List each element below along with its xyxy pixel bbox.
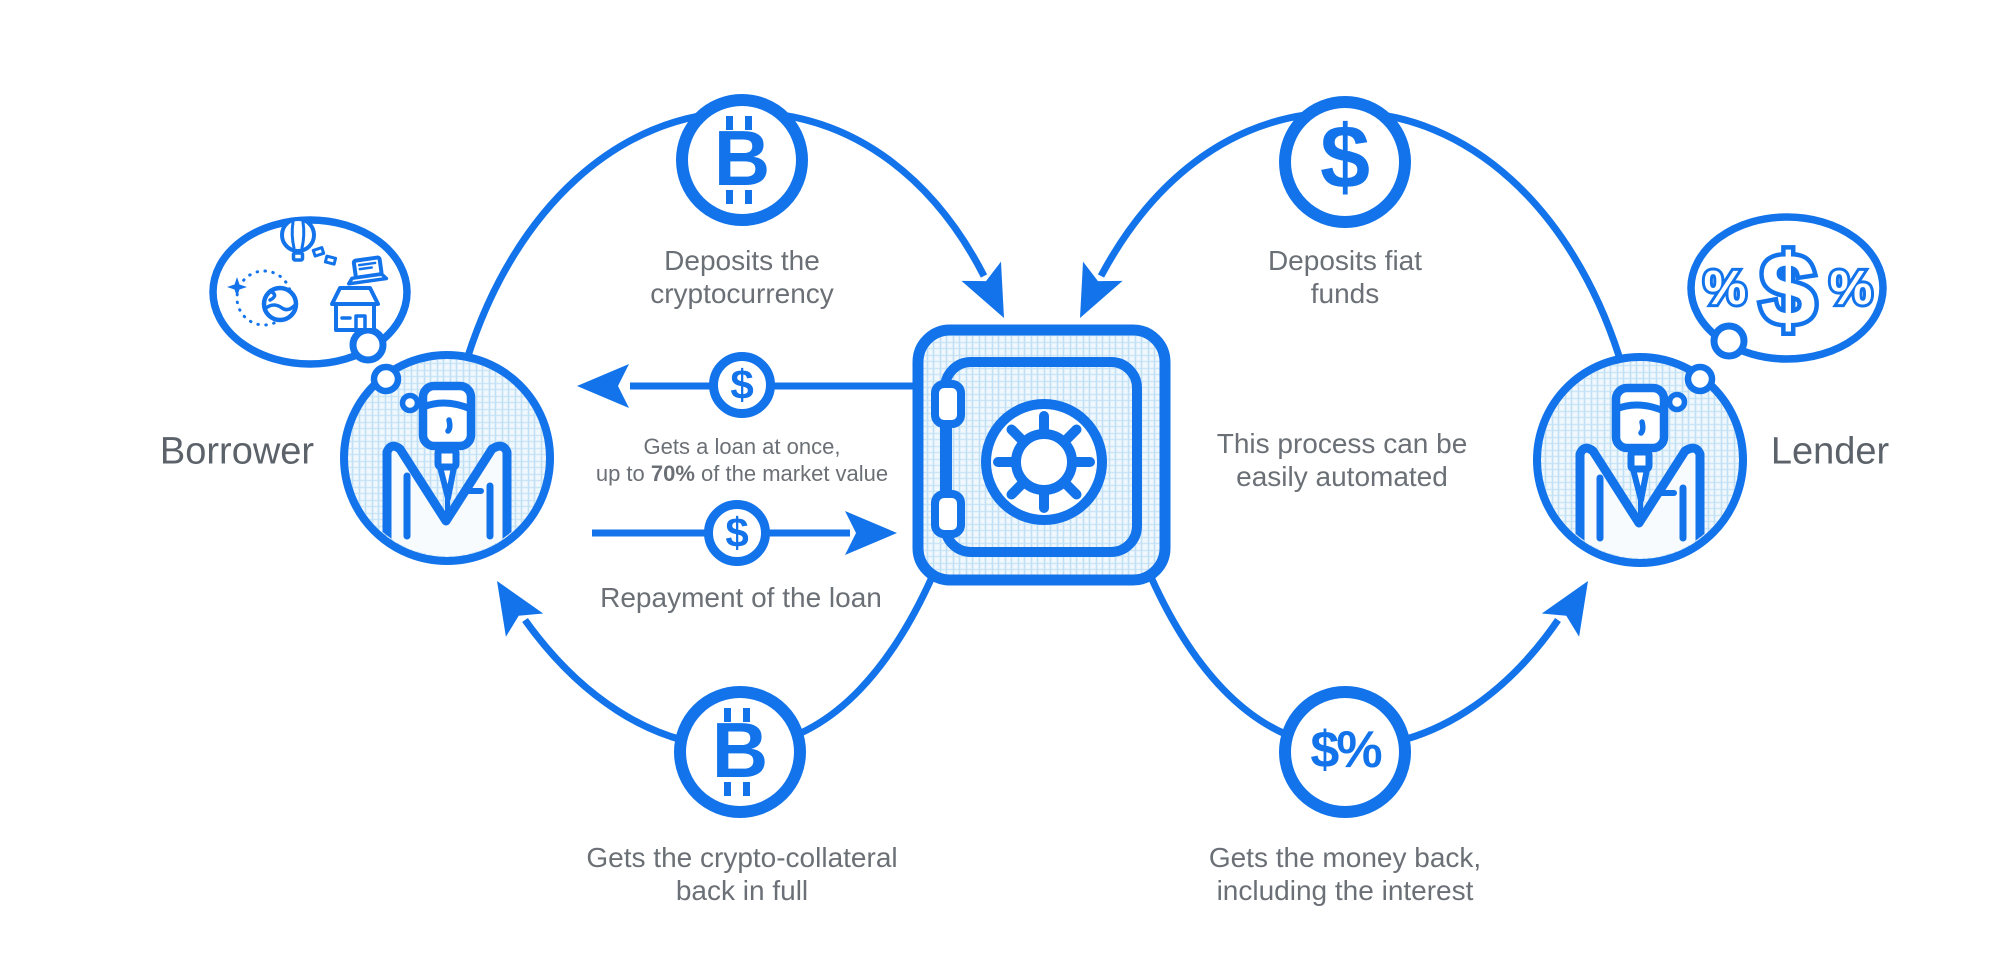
shop-icon <box>330 286 380 332</box>
bitcoin-coin-icon: B <box>676 94 808 226</box>
caption-automated: This process can be easily automated <box>1216 428 1468 492</box>
loan-dollar-coin-icon: $ <box>709 352 775 418</box>
loan-ltv-percent: 70% <box>650 461 695 486</box>
balloon-icon <box>280 217 316 262</box>
percent-sign-right: % <box>1830 262 1873 315</box>
borrower-label: Borrower <box>159 430 315 473</box>
repayment-dollar-coin-icon: $ <box>704 500 770 566</box>
dollar-glyph: $ <box>1319 107 1371 208</box>
dream-items-doodle-icons <box>227 217 389 332</box>
caption-repayment: Repayment of the loan <box>600 582 882 613</box>
bitcoin-prong <box>743 782 750 796</box>
lender-avatar <box>1533 353 1747 567</box>
laptop-icon <box>346 255 389 286</box>
lender-label: Lender <box>1770 430 1890 473</box>
dollar-percent-coin-icon: $% <box>1279 686 1411 818</box>
lender-head <box>1611 383 1669 453</box>
dollar-glyph: $ <box>725 509 749 556</box>
bitcoin-prong <box>745 190 752 204</box>
bitcoin-prong <box>724 708 731 722</box>
vault-hinge-bottom <box>931 490 965 538</box>
dollar-glyph: $ <box>730 361 754 408</box>
bitcoin-prong <box>745 116 752 130</box>
vault-dial-icon <box>981 399 1107 525</box>
bitcoin-glyph: B <box>713 113 771 202</box>
percent-sign-left: % <box>1704 262 1747 315</box>
arrowhead-loan-to-borrower <box>577 364 629 408</box>
bitcoin-prong <box>726 116 733 130</box>
borrower-head <box>418 381 476 451</box>
bitcoin-prong <box>724 782 731 796</box>
plane-icon <box>227 277 247 297</box>
bitcoin-prong <box>726 190 733 204</box>
arrowhead-repayment-to-vault <box>845 511 897 555</box>
borrower-avatar <box>340 351 554 565</box>
caption-loan-at-once: Gets a loan at once, up to 70% of the ma… <box>595 434 889 486</box>
money-bills-icon <box>311 246 338 266</box>
vault-hinge-top <box>931 380 965 428</box>
vault-icon <box>912 324 1171 586</box>
caption-crypto-collateral-back: Gets the crypto-collateral back in full <box>586 842 898 906</box>
bitcoin-prong <box>743 708 750 722</box>
caption-deposits-cryptocurrency: Deposits the cryptocurrency <box>650 245 834 309</box>
bitcoin-return-coin-icon: B <box>674 686 806 818</box>
dollar-coin-icon: $ <box>1279 96 1411 228</box>
borrower-thought-bubble <box>209 216 421 414</box>
dollar-percent-glyph: $% <box>1310 721 1382 779</box>
caption-deposits-fiat-funds: Deposits fiat funds <box>1267 245 1423 309</box>
lender-thought-bubble: % $ % <box>1666 213 1887 413</box>
arrowhead-into-vault-left <box>961 261 1024 328</box>
caption-money-back: Gets the money back, including the inter… <box>1208 842 1482 906</box>
arrowhead-into-vault-right <box>1060 261 1123 328</box>
bitcoin-glyph: B <box>711 705 769 794</box>
globe-icon <box>261 285 299 323</box>
dollar-sign-icon: $ <box>1760 234 1816 346</box>
